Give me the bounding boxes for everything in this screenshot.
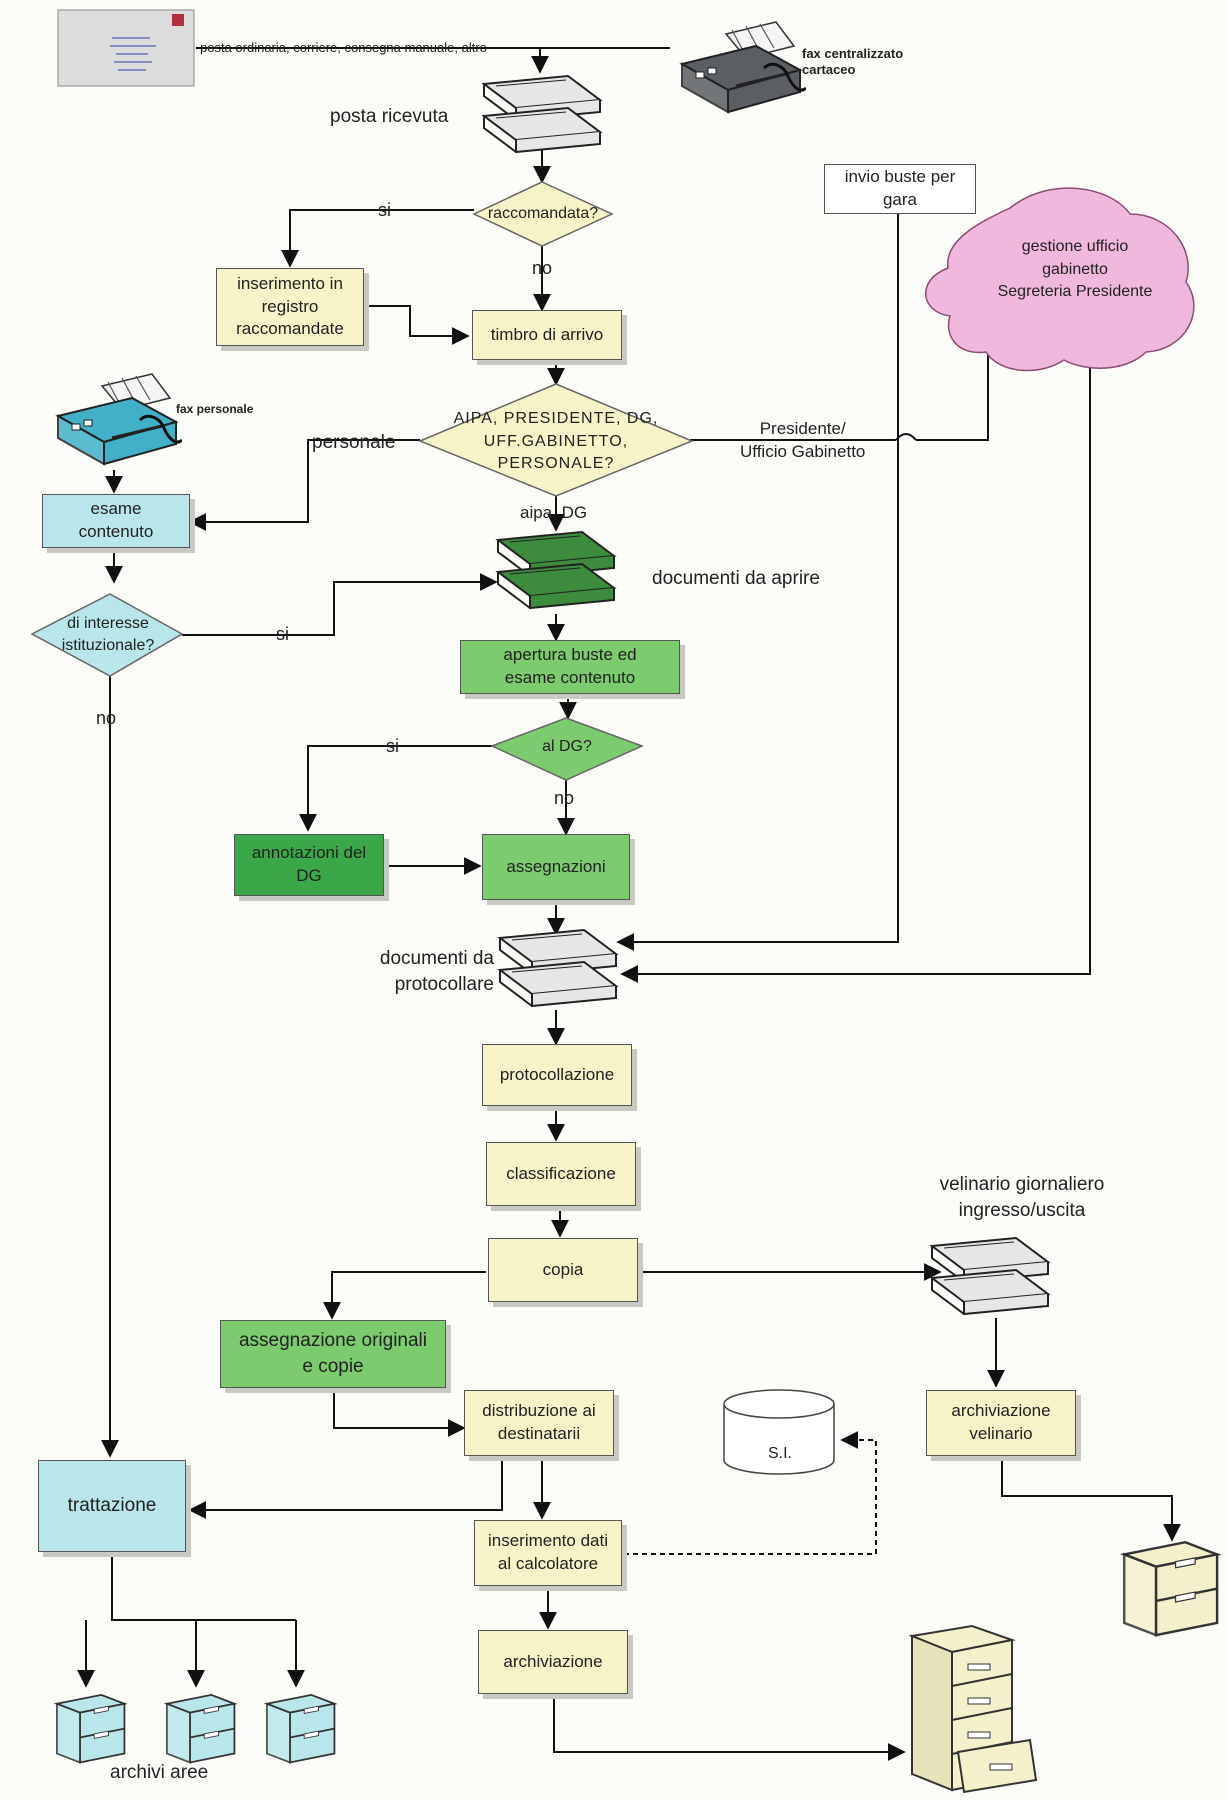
decision-destinatario: AIPA, PRESIDENTE, DG, UFF.GABINETTO, PER…: [453, 410, 659, 473]
process-assegnazione-originali: assegnazione originali e copie: [220, 1320, 446, 1388]
edge-label-si-aldg: si: [386, 736, 399, 756]
process-annotazioni-dg: annotazioni del DG: [234, 834, 384, 896]
cabinet-area-1-icon: [56, 1694, 126, 1764]
cloud-gestione-ufficio: [925, 187, 1195, 372]
fax-personal-label: fax personale: [176, 402, 254, 416]
tray-velinario-label: velinario giornaliero ingresso/uscita: [939, 1174, 1105, 1221]
decision-raccomandata: raccomandata?: [487, 204, 599, 222]
edge-label-si-interesse: si: [276, 624, 289, 644]
archivi-aree-label: archivi aree: [110, 1762, 209, 1783]
edge-invio-to-tray: [616, 212, 899, 951]
database-si: [723, 1389, 835, 1475]
edge-label-no-interesse: no: [96, 708, 117, 728]
decision-destinatario-shape: [418, 383, 694, 497]
process-classificazione: classificazione: [486, 1142, 636, 1206]
cabinet-area-3-icon: [265, 1694, 336, 1764]
tray-documenti-protocollare-label: documenti da protocollare: [379, 948, 494, 995]
edge-decision-presidente: [690, 336, 988, 441]
edge-archiviazione-to-cabinet: [553, 1694, 906, 1761]
cabinet-area-2-icon: [165, 1694, 236, 1764]
tray-documenti-aprire-icon: [497, 531, 615, 609]
process-distribuzione: distribuzione ai destinatarii: [464, 1390, 614, 1456]
tray-posta-ricevuta-icon: [483, 75, 601, 153]
edge-distribuzione-to-trattazione: [188, 1458, 503, 1519]
edge-label-personale: personale: [312, 432, 396, 453]
fax-centralized-label: fax centralizzato cartaceo: [802, 46, 904, 78]
process-inserimento-registro: inserimento in registro raccomandate: [216, 268, 364, 346]
process-assegnazioni: assegnazioni: [482, 834, 630, 900]
process-invio-buste: invio buste per gara: [824, 164, 976, 214]
edge-copia-to-originali: [323, 1271, 486, 1320]
process-archiviazione-velinario: archiviazione velinario: [926, 1390, 1076, 1456]
edge-originali-to-distribuzione: [333, 1392, 466, 1437]
edge-aldg-si: [299, 745, 492, 832]
post-channels-label: posta ordinaria, corriere, consegna manu…: [200, 40, 487, 55]
edge-interesse-si: [182, 573, 498, 636]
tray-posta-ricevuta-label: posta ricevuta: [330, 106, 449, 127]
envelope-icon: [57, 9, 195, 87]
process-trattazione: trattazione: [38, 1460, 186, 1552]
decision-raccomandata-shape: [472, 181, 614, 247]
edge-raccomandata-si: [281, 209, 474, 268]
process-copia: copia: [488, 1238, 638, 1302]
edge-label-presidente: Presidente/ Ufficio Gabinetto: [740, 419, 866, 461]
fax-centralized-icon: [680, 20, 806, 114]
decision-aldg-shape: [490, 717, 644, 781]
tray-documenti-aprire-label: documenti da aprire: [652, 568, 820, 589]
tray-documenti-protocollare-icon: [499, 929, 617, 1007]
edge-cloud-to-tray: [620, 360, 1091, 983]
cabinet-velinario-icon: [1122, 1540, 1219, 1637]
decision-interesse-shape: [30, 593, 184, 677]
decision-interesse: di interesse istituzionale?: [61, 614, 155, 654]
tray-velinario-icon: [931, 1237, 1049, 1315]
edge-registro-to-timbro: [364, 305, 470, 345]
edge-label-no-raccomandata: no: [532, 258, 553, 278]
process-apertura-buste: apertura buste ed esame contenuto: [460, 640, 680, 694]
process-timbro: timbro di arrivo: [472, 310, 622, 360]
cabinet-archive-icon: [908, 1624, 1038, 1794]
edge-archvel-to-cabinet: [1001, 1456, 1181, 1542]
process-protocollazione: protocollazione: [482, 1044, 632, 1106]
edge-label-no-aldg: no: [554, 788, 575, 808]
edge-inserimento-to-si: [624, 1431, 877, 1555]
edge-decision-personale: [188, 439, 420, 531]
process-gestione-ufficio: gestione ufficio gabinetto Segreteria Pr…: [997, 238, 1153, 301]
process-inserimento-dati: inserimento dati al calcolatore: [474, 1520, 622, 1586]
edge-label-si-raccomandata: si: [378, 200, 391, 220]
process-esame-contenuto: esame contenuto: [42, 494, 190, 548]
process-archiviazione: archiviazione: [478, 1630, 628, 1694]
edge-label-aipa-dg: aipa, DG: [520, 503, 588, 522]
fax-personal-icon: [56, 372, 182, 466]
decision-aldg: al DG?: [542, 737, 592, 755]
database-si-label: S.I.: [767, 1444, 792, 1462]
